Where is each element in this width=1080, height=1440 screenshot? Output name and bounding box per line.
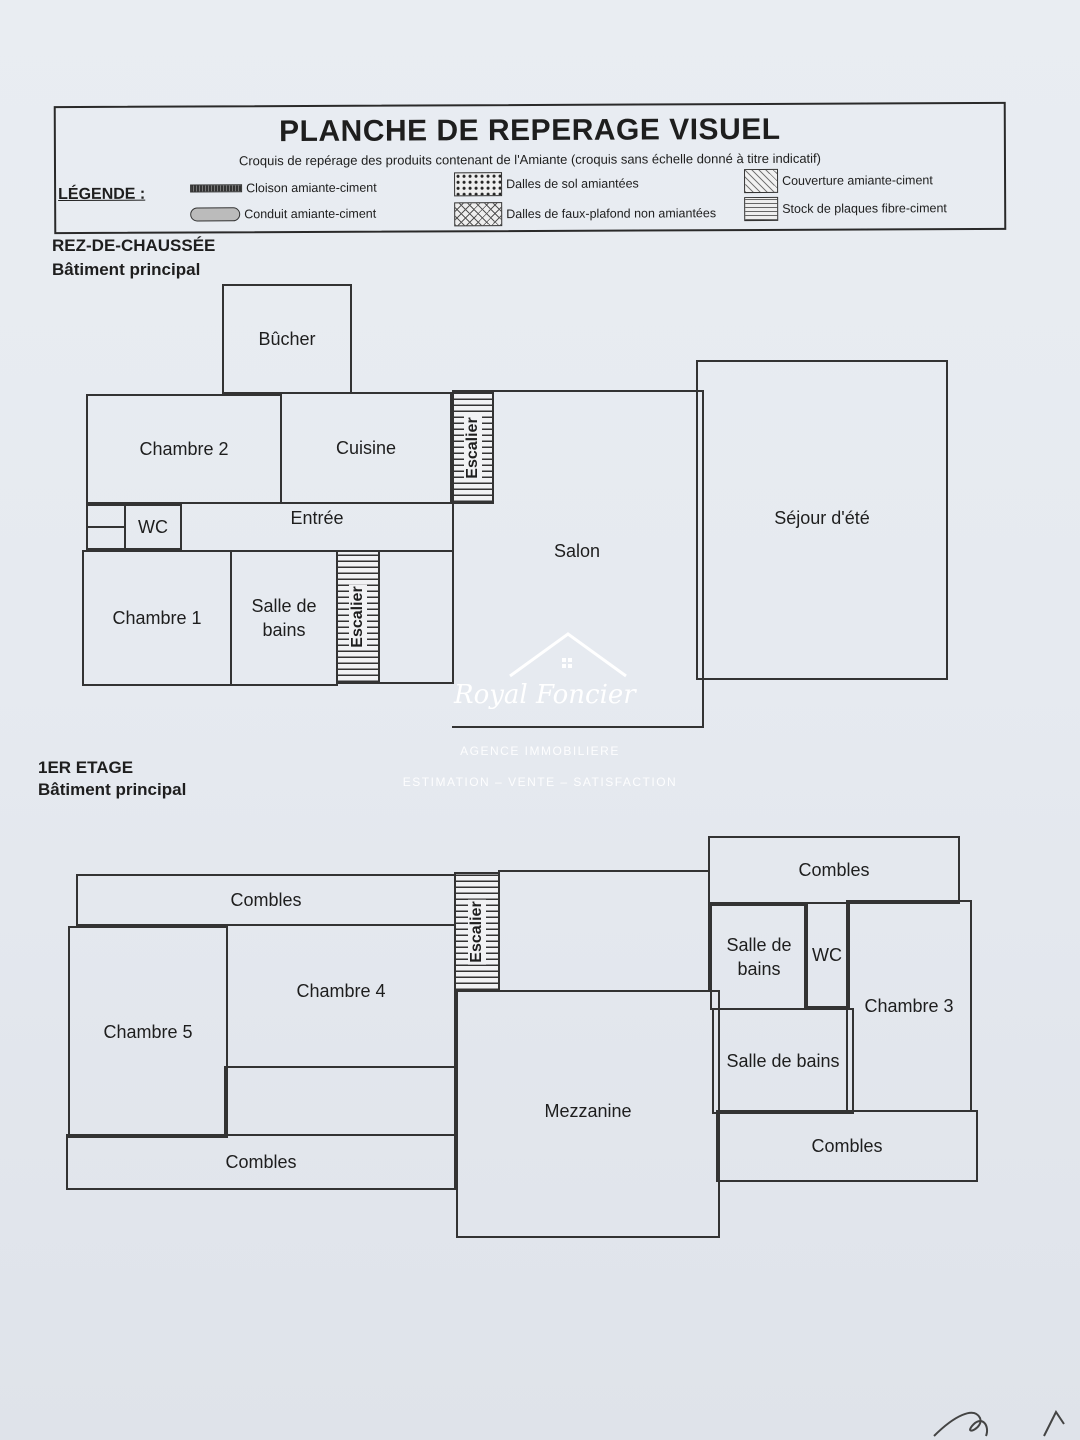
page-title: PLANCHE DE REPERAGE VISUEL bbox=[279, 112, 781, 149]
ground-floor-building: Bâtiment principal bbox=[52, 260, 201, 279]
room-mezzanine: Mezzanine bbox=[456, 990, 720, 1238]
room-chambre-2: Chambre 2 bbox=[86, 394, 282, 504]
legend-label: LÉGENDE : bbox=[58, 185, 146, 204]
legend-item-label: Dalles de sol amiantées bbox=[506, 176, 639, 192]
stairs-first-floor: Escalier bbox=[454, 872, 500, 992]
room-sejour-ete: Séjour d'été bbox=[696, 360, 948, 680]
first-floor-title: 1ER ETAGE bbox=[38, 758, 134, 777]
legend-item-conduit: Conduit amiante-ciment bbox=[190, 207, 376, 222]
watermark-brand: Royal Foncier bbox=[454, 680, 636, 710]
room-chambre-4: Chambre 4 bbox=[226, 924, 456, 1068]
watermark-line-1: AGENCE IMMOBILIERE bbox=[460, 744, 620, 758]
landing bbox=[224, 1066, 456, 1136]
legend-item-stock: Stock de plaques fibre-ciment bbox=[744, 196, 947, 222]
room-wc: WC bbox=[124, 504, 182, 550]
legend-item-label: Stock de plaques fibre-ciment bbox=[782, 201, 947, 216]
house-roof-icon bbox=[509, 632, 627, 678]
legend-item-label: Couverture amiante-ciment bbox=[782, 173, 933, 188]
first-floor-building: Bâtiment principal bbox=[38, 780, 187, 799]
room-salle-de-bains: Salle de bains bbox=[230, 550, 338, 686]
legend-item-cloison: Cloison amiante-ciment bbox=[190, 181, 377, 196]
cloison-swatch-icon bbox=[190, 184, 243, 193]
room-chambre-5: Chambre 5 bbox=[68, 926, 228, 1138]
room-entree: Entrée bbox=[180, 502, 454, 550]
legend-item-faux-plafond: Dalles de faux-plafond non amiantées bbox=[454, 201, 717, 227]
room-bucher: Bûcher bbox=[222, 284, 352, 394]
legend-item-label: Conduit amiante-ciment bbox=[244, 206, 377, 222]
room-cuisine: Cuisine bbox=[280, 392, 452, 504]
room-salle-de-bains-b: Salle de bains bbox=[712, 1008, 854, 1114]
watermark-logo: Royal Foncier bbox=[448, 628, 638, 738]
dalles-sol-swatch-icon bbox=[454, 172, 503, 197]
room-chambre-1: Chambre 1 bbox=[82, 550, 232, 686]
legend-item-couverture: Couverture amiante-ciment bbox=[744, 168, 933, 194]
closet-divider bbox=[86, 526, 126, 528]
room-salle-de-bains-a: Salle de bains bbox=[710, 904, 808, 1010]
room-combles-bottom-right: Combles bbox=[716, 1110, 978, 1182]
header-box: PLANCHE DE REPERAGE VISUEL Croquis de re… bbox=[53, 101, 1007, 235]
hall-space bbox=[378, 550, 454, 684]
room-chambre-3: Chambre 3 bbox=[846, 900, 972, 1112]
stock-plaques-swatch-icon bbox=[744, 196, 779, 222]
faux-plafond-swatch-icon bbox=[454, 202, 503, 227]
conduit-swatch-icon bbox=[190, 207, 241, 222]
stairs-a: Escalier bbox=[452, 392, 494, 504]
couverture-swatch-icon bbox=[744, 168, 779, 194]
page-subtitle: Croquis de repérage des produits contena… bbox=[238, 150, 822, 169]
room-salon: Salon bbox=[452, 390, 704, 728]
room-wc-first: WC bbox=[804, 902, 850, 1008]
watermark-line-2: ESTIMATION – VENTE – SATISFACTION bbox=[402, 775, 678, 789]
open-space bbox=[498, 870, 710, 992]
legend-item-label: Dalles de faux-plafond non amiantées bbox=[506, 206, 717, 222]
handwritten-initials-icon bbox=[933, 1410, 1065, 1437]
room-combles-top-right: Combles bbox=[708, 836, 960, 904]
room-combles-top-left: Combles bbox=[76, 874, 456, 926]
legend-item-dalles-sol: Dalles de sol amiantées bbox=[454, 172, 639, 197]
ground-floor-title: REZ-DE-CHAUSSÉE bbox=[52, 236, 216, 255]
stairs-b: Escalier bbox=[336, 550, 380, 684]
room-combles-bottom-left: Combles bbox=[66, 1134, 456, 1190]
legend-item-label: Cloison amiante-ciment bbox=[246, 180, 377, 196]
